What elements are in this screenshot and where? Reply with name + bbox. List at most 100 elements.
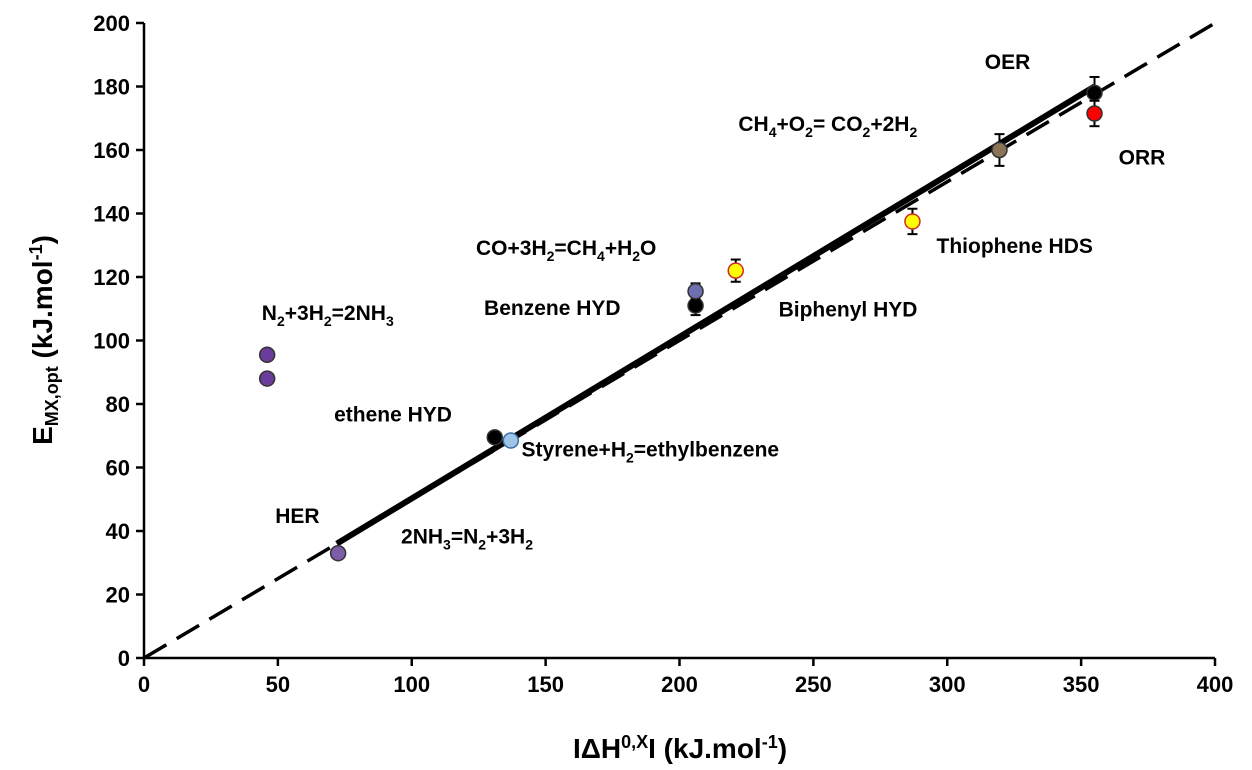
y-tick-label: 160 [93,138,130,163]
x-tick-label: 50 [266,672,290,697]
annotation-label-part: CO+3H [476,237,547,260]
data-point [991,141,1008,159]
x-tick-label: 350 [1063,672,1100,697]
annotation-label-part: N [262,302,277,325]
x-tick-label: 150 [527,672,564,697]
data-point [687,283,704,300]
y-tick-label: 60 [106,456,130,481]
x-axis-label: IΔH0,XI (kJ.mol-1) [573,732,787,764]
data-points [258,75,1103,562]
annotation-label-part: CH [738,113,768,136]
annotation-label-part: ethene HYD [334,403,452,426]
annotation-label-part: 2 [478,537,486,553]
annotation-label-part: 3 [386,313,394,329]
annotation-label-part: +3H [486,526,525,549]
annotation-label-part: Biphenyl HYD [779,299,918,322]
y-tick-label: 120 [93,265,130,290]
annotation-label: ORR [1119,146,1166,169]
y-tick-label: 180 [93,75,130,100]
x-axis-label-part: -1 [762,732,778,752]
annotation-label-part: 2NH [401,526,443,549]
annotation-label: CH4+O2= CO2+2H2 [738,113,917,140]
axes [136,21,1217,666]
x-tick-label: 300 [929,672,966,697]
annotation-label-part: Styrene+H [522,438,626,461]
annotation-label: CO+3H2=CH4+H2O [476,237,656,264]
annotation-label-part: 2 [324,313,332,329]
x-tick-label: 100 [393,672,430,697]
annotation-label-part: +2H [870,113,909,136]
y-tick-label: 100 [93,329,130,354]
data-point [904,213,921,230]
annotation-label-part: =2NH [332,302,386,325]
annotation-label-part: 2 [632,248,640,264]
x-tick-label: 200 [661,672,698,697]
x-axis-label-part: ) [778,733,787,764]
annotation-label-part: +O [777,113,806,136]
annotation-label-part: 4 [597,248,605,264]
annotation-label: Thiophene HDS [937,235,1093,258]
annotation-label-part: =N [451,526,478,549]
y-axis-label-part: (kJ.mol [27,260,58,366]
annotation-label-part: =CH [554,237,597,260]
data-point [727,262,744,279]
annotation-label-part: HER [275,505,319,528]
data-point [329,544,347,562]
y-axis-label-part: MX,opt [42,366,62,426]
annotation-label-part: 2 [626,449,634,465]
x-axis-label-part: 0,X [621,732,648,752]
data-point [502,432,520,449]
annotation-label-part: OER [985,51,1031,74]
y-tick-label: 80 [106,392,130,417]
annotation-label-part: +3H [285,302,324,325]
annotation-label: OER [985,51,1031,74]
annotation-label: HER [275,505,319,528]
annotation-label: 2NH3=N2+3H2 [401,526,533,553]
annotation-label: Styrene+H2=ethylbenzene [522,438,780,465]
annotation-label-part: ORR [1119,146,1166,169]
annotation-label-part: 2 [277,313,285,329]
reference-line-layer [143,21,1216,660]
annotation-label-part: 2 [547,248,555,264]
annotation-label-part: Thiophene HDS [937,235,1093,258]
data-point [687,297,704,314]
annotation-label-part: 3 [443,537,451,553]
annotation-label-part: 2 [909,124,917,140]
data-point [486,429,504,446]
data-point [1086,105,1103,122]
annotation-label-part: 4 [769,124,777,140]
annotation-label-part: 2 [805,124,813,140]
y-tick-label: 140 [93,202,130,227]
x-tick-label: 0 [138,672,150,697]
annotation-label-part: 2 [863,124,871,140]
annotation-label-part: Benzene HYD [484,297,621,320]
annotation-label-part: 2 [525,537,533,553]
x-axis-label-part: I (kJ.mol [648,733,762,764]
x-tick-label: 400 [1197,672,1234,697]
tick-labels: 0 50 100 150 200 250 300 350 400 0 20 40 60 80 100 120 1… [93,11,1233,697]
y-tick-label: 0 [118,646,130,671]
y-axis-label-part: E [27,426,58,445]
y-axis-label-part: ) [27,235,58,244]
data-point [258,346,276,364]
data-point [258,370,276,387]
data-point [1086,84,1103,102]
annotation-label-part: O [640,237,656,260]
annotation-label-part: =ethylbenzene [634,438,779,461]
y-tick-label: 200 [93,11,130,36]
annotation-label-part: +H [605,237,632,260]
axis-labels: IΔH0,XI (kJ.mol-1)EMX,opt (kJ.mol-1) [26,235,787,764]
annotation-label-part: = CO [813,113,863,136]
annotation-label: N2+3H2=2NH3 [262,302,394,329]
y-tick-label: 20 [106,583,130,608]
annotation-label: ethene HYD [334,403,452,426]
x-tick-label: 250 [795,672,832,697]
y-tick-label: 40 [106,519,130,544]
y-axis-label-part: -1 [26,244,46,260]
annotation-label: Biphenyl HYD [779,299,918,322]
y-axis-label: EMX,opt (kJ.mol-1) [26,235,62,445]
annotation-label: Benzene HYD [484,297,621,320]
fit-solid-line [335,83,1097,547]
